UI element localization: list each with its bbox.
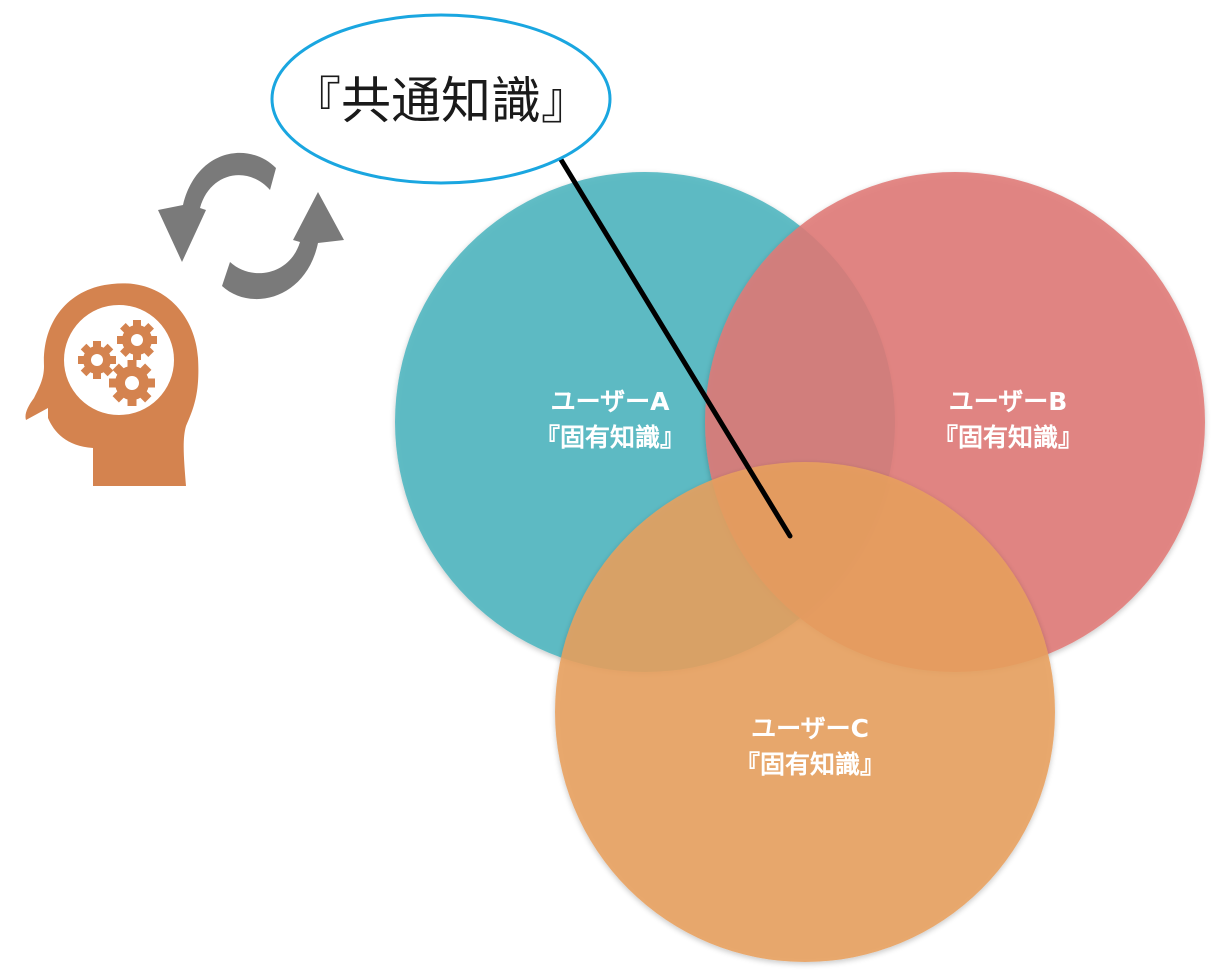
set-subtitle-user-a: 『固有知識』	[535, 423, 685, 452]
set-subtitle-user-b: 『固有知識』	[933, 423, 1083, 452]
set-label-user-b: ユーザーB 『固有知識』	[933, 387, 1083, 452]
callout-common-knowledge: 『共通知識』	[270, 13, 612, 185]
set-name-user-a: ユーザーA	[551, 387, 671, 416]
head-with-gears-icon	[25, 283, 199, 486]
callout-pointer-line	[557, 155, 793, 539]
venn-circles	[395, 172, 1205, 962]
callout-ellipse	[270, 13, 612, 185]
set-name-user-c: ユーザーC	[751, 714, 869, 743]
set-name-user-b: ユーザーB	[949, 387, 1068, 416]
set-label-user-c: ユーザーC 『固有知識』	[735, 714, 885, 779]
refresh-cycle-arrows-icon	[158, 152, 344, 300]
set-circle-user-c	[555, 462, 1055, 962]
set-subtitle-user-c: 『固有知識』	[735, 750, 885, 779]
set-label-user-a: ユーザーA 『固有知識』	[535, 387, 685, 452]
callout-label: 『共通知識』	[291, 72, 591, 130]
